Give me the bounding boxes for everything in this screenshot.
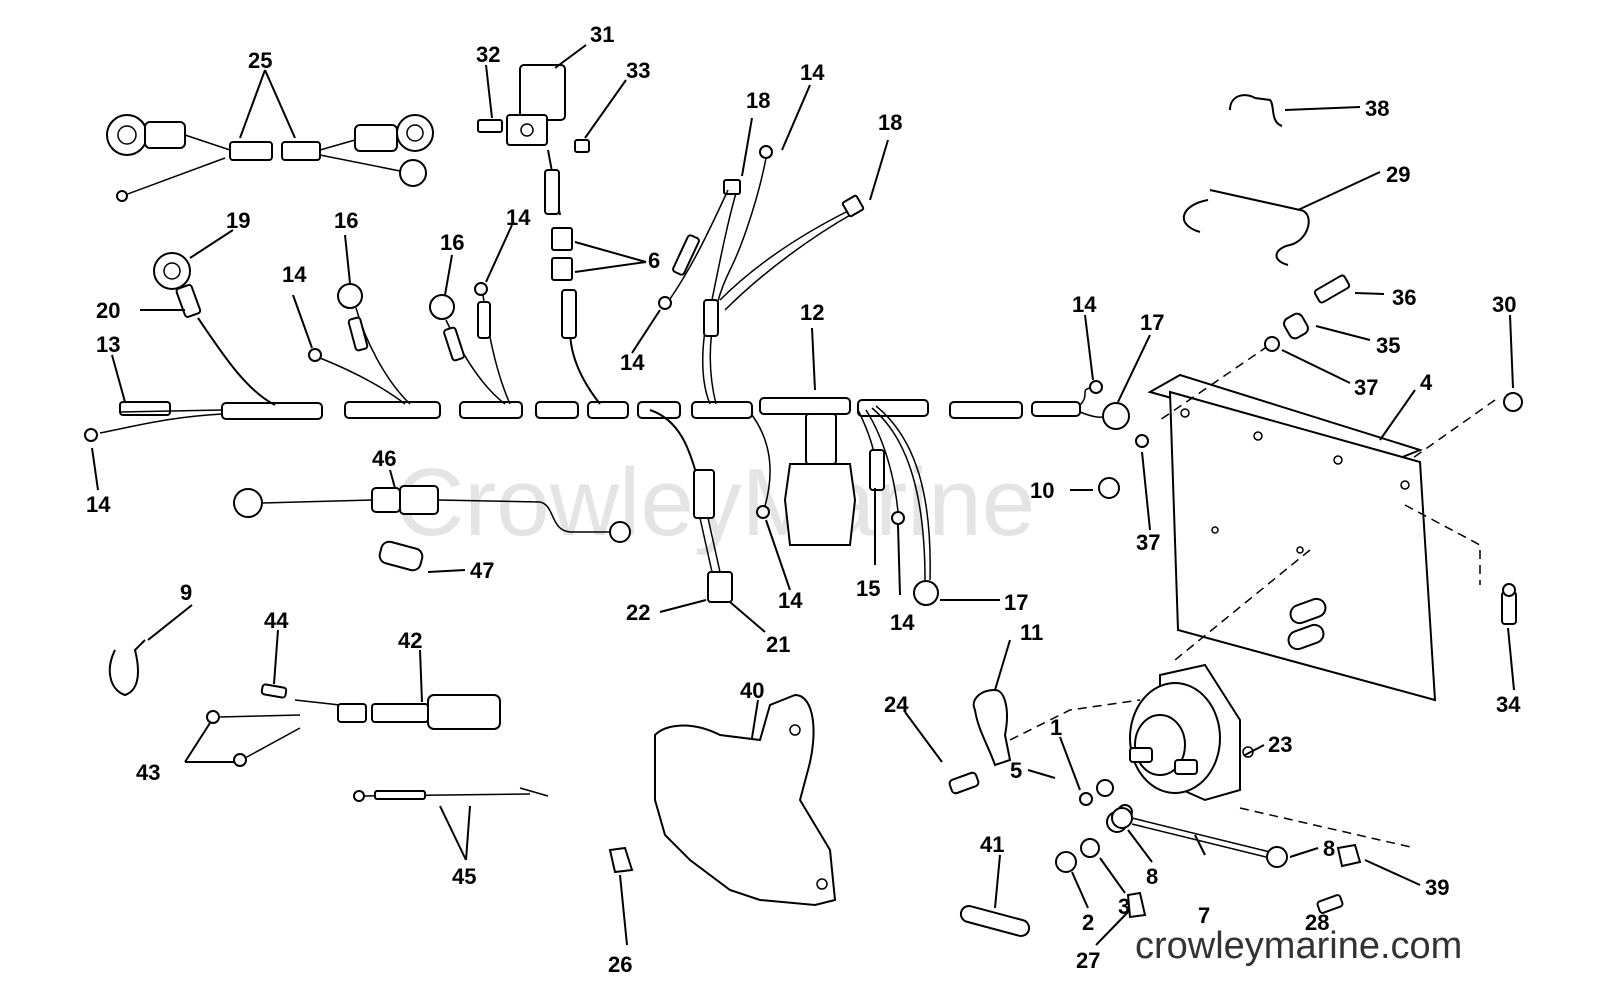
label-30: 30 (1492, 292, 1516, 317)
label-21: 21 (766, 632, 790, 657)
label-27: 27 (1076, 948, 1100, 973)
label-25: 25 (248, 48, 272, 73)
label-37-top: 37 (1354, 375, 1378, 400)
label-24: 24 (884, 692, 909, 717)
label-23: 23 (1268, 732, 1292, 757)
label-6: 6 (648, 248, 660, 273)
label-10: 10 (1030, 478, 1054, 503)
label-40: 40 (740, 678, 764, 703)
label-4: 4 (1420, 370, 1433, 395)
label-36: 36 (1392, 285, 1416, 310)
part-11-clamp (972, 688, 1012, 767)
label-17-bottom: 17 (1004, 590, 1028, 615)
label-8-right: 8 (1323, 836, 1335, 861)
leader-lines (91, 44, 1515, 946)
label-22: 22 (626, 600, 650, 625)
part-29-clip (1182, 189, 1310, 266)
site-url: crowleymarine.com (1135, 925, 1462, 967)
label-9: 9 (180, 580, 192, 605)
label-16-left: 16 (334, 208, 358, 233)
label-14-left: 14 (282, 262, 307, 287)
label-46: 46 (372, 446, 396, 471)
part-25-cable (106, 114, 434, 202)
label-3: 3 (1118, 894, 1130, 919)
label-15: 15 (856, 576, 880, 601)
label-34: 34 (1496, 692, 1521, 717)
part-9-clip (108, 639, 146, 697)
label-14-lowerright: 14 (890, 610, 915, 635)
label-19: 19 (226, 208, 250, 233)
label-26: 26 (608, 952, 632, 977)
part-26 (608, 846, 634, 874)
label-45: 45 (452, 864, 476, 889)
label-41: 41 (980, 832, 1004, 857)
label-43: 43 (136, 760, 160, 785)
label-37-bottom: 37 (1136, 530, 1160, 555)
label-12: 12 (800, 300, 824, 325)
part-46-fuse-holder (233, 485, 631, 572)
part-7-cable (1111, 807, 1288, 868)
callout-labels: 25 32 31 33 14 18 18 19 16 16 14 14 6 20… (86, 22, 1521, 977)
label-5: 5 (1010, 758, 1022, 783)
label-1: 1 (1050, 715, 1062, 740)
label-14-mid: 14 (506, 205, 531, 230)
label-38: 38 (1365, 96, 1389, 121)
part-31-relay (477, 64, 590, 153)
part-28-screw (1316, 894, 1344, 914)
part-39 (1336, 843, 1362, 868)
label-11: 11 (1020, 620, 1043, 645)
part-42-harness (206, 683, 501, 767)
part-23-solenoid (1129, 663, 1254, 802)
label-47: 47 (470, 558, 494, 583)
label-20: 20 (96, 298, 120, 323)
label-13: 13 (96, 332, 120, 357)
label-18-left: 18 (746, 88, 770, 113)
label-35: 35 (1376, 333, 1400, 358)
part-38-clip (1229, 94, 1283, 127)
label-14-bottomleft: 14 (86, 492, 111, 517)
label-31: 31 (590, 22, 614, 47)
label-14-lower: 14 (778, 588, 803, 613)
part-45-lead (353, 787, 549, 802)
label-28: 28 (1305, 910, 1329, 935)
label-44: 44 (264, 608, 289, 633)
label-33: 33 (626, 58, 650, 83)
main-harness (84, 145, 1130, 606)
label-16-right: 16 (440, 230, 464, 255)
label-18-right: 18 (878, 110, 902, 135)
label-42: 42 (398, 628, 422, 653)
part-27 (1126, 891, 1147, 919)
label-14-top: 14 (800, 60, 825, 85)
hardware-parts (1098, 274, 1523, 625)
label-39: 39 (1425, 875, 1449, 900)
part-4-plate (1147, 373, 1437, 702)
part-40-bracket (654, 693, 837, 907)
part-41-strap (959, 905, 1031, 937)
label-2: 2 (1082, 910, 1094, 935)
label-14-center: 14 (620, 350, 645, 375)
label-17-top: 17 (1140, 310, 1164, 335)
label-32: 32 (476, 42, 500, 67)
label-29: 29 (1386, 162, 1410, 187)
label-14-right: 14 (1072, 292, 1097, 317)
watermark: CrowleyMarine (395, 449, 1035, 556)
label-8-left: 8 (1146, 864, 1158, 889)
label-7: 7 (1198, 903, 1210, 928)
